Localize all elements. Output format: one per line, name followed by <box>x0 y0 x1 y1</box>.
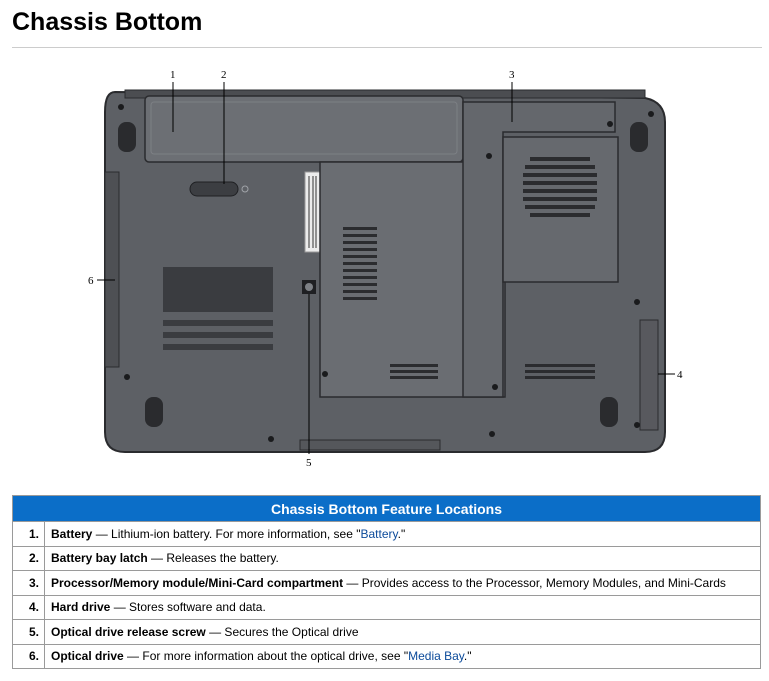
row-number: 1. <box>12 521 45 547</box>
callout-1: 1 <box>170 69 176 81</box>
table-row: 4. Hard drive — Stores software and data… <box>12 594 761 620</box>
callout-4: 4 <box>677 369 683 381</box>
battery-link[interactable]: Battery <box>360 526 398 541</box>
table-row: 1. Battery — Lithium-ion battery. For mo… <box>12 521 761 547</box>
chassis-bottom-figure: 1 2 3 4 5 6 <box>85 62 685 472</box>
table-row: 5. Optical drive release screw — Secures… <box>12 619 761 645</box>
row-description: Battery — Lithium-ion battery. For more … <box>44 521 761 547</box>
battery <box>144 95 464 163</box>
row-description: Battery bay latch — Releases the battery… <box>44 545 761 571</box>
feature-term: Optical drive release screw <box>51 624 206 639</box>
chassis-bottom-illustration: 1 2 3 4 5 6 <box>88 69 683 469</box>
feature-term: Battery bay latch <box>51 551 148 566</box>
page-title: Chassis Bottom <box>12 8 203 36</box>
callout-3: 3 <box>509 69 515 81</box>
feature-term: Hard drive <box>51 600 111 615</box>
callout-6: 6 <box>88 275 94 287</box>
row-number: 5. <box>12 619 45 645</box>
media-bay-link[interactable]: Media Bay <box>408 649 464 664</box>
processor-memory-compartment <box>462 101 616 398</box>
row-description: Optical drive — For more information abo… <box>44 643 761 669</box>
hard-drive <box>639 319 659 431</box>
row-description: Processor/Memory module/Mini-Card compar… <box>44 570 761 596</box>
row-description: Optical drive release screw — Secures th… <box>44 619 761 645</box>
feature-term: Processor/Memory module/Mini-Card compar… <box>51 575 344 590</box>
feature-term: Battery <box>51 526 93 541</box>
table-row: 3. Processor/Memory module/Mini-Card com… <box>12 570 761 596</box>
table-header: Chassis Bottom Feature Locations <box>12 495 761 522</box>
callout-2: 2 <box>221 69 227 81</box>
speaker-grille <box>163 267 273 350</box>
row-number: 2. <box>12 545 45 571</box>
table-row: 2. Battery bay latch — Releases the batt… <box>12 545 761 571</box>
table-header-row: Chassis Bottom Feature Locations <box>12 495 761 522</box>
feature-locations-table: Chassis Bottom Feature Locations 1. Batt… <box>12 495 761 669</box>
title-divider <box>12 47 762 48</box>
callout-5: 5 <box>306 457 312 469</box>
row-number: 4. <box>12 594 45 620</box>
row-number: 3. <box>12 570 45 596</box>
optical-drive <box>104 171 120 368</box>
battery-latch <box>189 181 239 197</box>
row-number: 6. <box>12 643 45 669</box>
table-row: 6. Optical drive — For more information … <box>12 643 761 669</box>
row-description: Hard drive — Stores software and data. <box>44 594 761 620</box>
feature-term: Optical drive <box>51 649 124 664</box>
